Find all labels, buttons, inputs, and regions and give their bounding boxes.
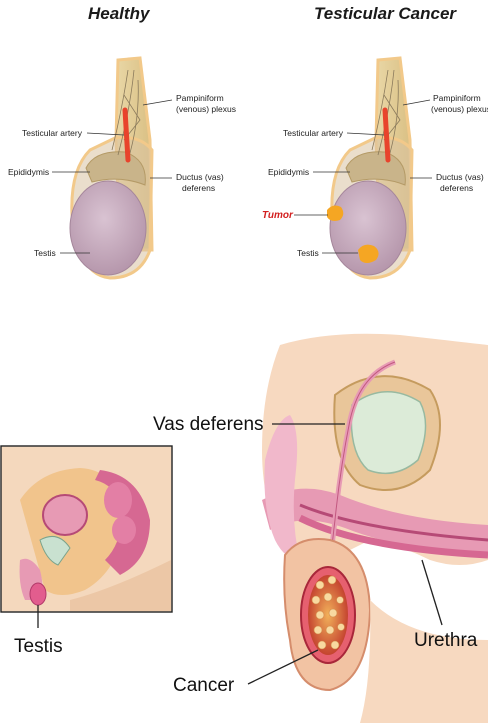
label-pampiniform-2-cancer: (venous) plexus [431, 104, 488, 114]
label-pampiniform-1-cancer: Pampiniform [433, 93, 481, 103]
label-ductus-2: deferens [182, 183, 215, 193]
label-ductus-1-cancer: Ductus (vas) [436, 172, 484, 182]
tumor-2 [358, 245, 379, 263]
label-pampiniform-2: (venous) plexus [176, 104, 236, 114]
label-epididymis: Epididymis [8, 167, 49, 177]
testicular-artery-2 [385, 110, 388, 160]
label-ductus-2-cancer: deferens [440, 183, 473, 193]
label-vas-deferens: Vas deferens [153, 414, 264, 435]
label-testicular-artery-cancer: Testicular artery [283, 128, 344, 138]
inset-sagittal-view: Testis [1, 446, 172, 657]
testis-shape [70, 181, 146, 275]
label-testicular-artery: Testicular artery [22, 128, 83, 138]
label-tumor: Tumor [262, 210, 294, 221]
testicular-artery [125, 110, 128, 160]
tumor-1 [327, 206, 343, 221]
label-urethra: Urethra [414, 630, 478, 651]
label-ductus-1: Ductus (vas) [176, 172, 224, 182]
label-testis: Testis [34, 248, 56, 258]
healthy-diagram: Pampiniform (venous) plexus Testicular a… [8, 58, 236, 278]
cancer-mass-inner [308, 575, 348, 655]
label-testis-inset: Testis [14, 636, 63, 657]
label-cancer: Cancer [173, 675, 235, 696]
label-testis-cancer: Testis [297, 248, 319, 258]
cancer-diagram: Pampiniform (venous) plexus Testicular a… [262, 58, 488, 278]
label-pampiniform-1: Pampiniform [176, 93, 224, 103]
main-anatomy: Vas deferens Urethra Cancer [153, 334, 488, 723]
label-epididymis-cancer: Epididymis [268, 167, 309, 177]
